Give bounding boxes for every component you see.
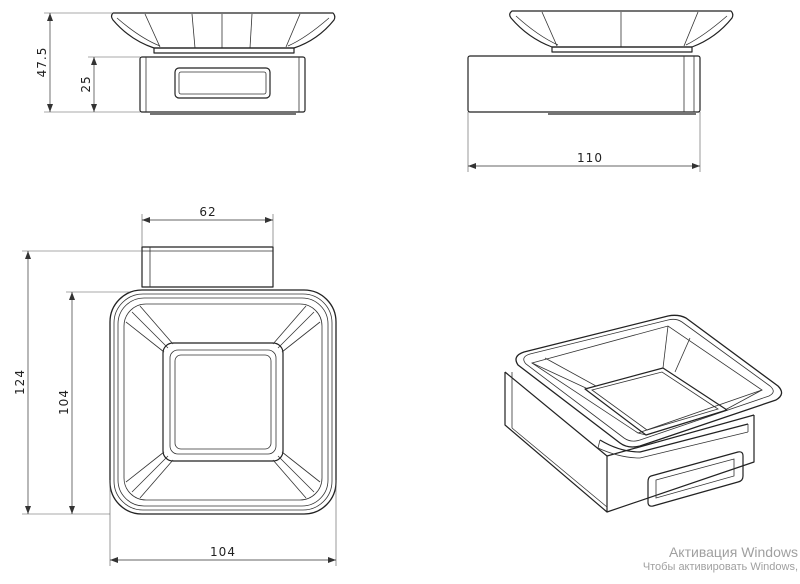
dim-label-25: 25 [79, 75, 93, 92]
top-view-holder-bracket [141, 246, 274, 288]
top-view-dish [109, 289, 337, 515]
front-view-dish [110, 12, 336, 54]
dim-label-47-5: 47.5 [35, 47, 49, 78]
front-view-holder [139, 56, 306, 115]
dimension-top-height-dish [66, 291, 130, 514]
isometric-view [504, 314, 783, 513]
dimension-front-height-holder [88, 56, 140, 112]
front-view: 47.5 25 [35, 12, 336, 115]
dimension-top-height-total [22, 250, 142, 515]
side-view: 110 [467, 10, 734, 172]
top-view: 62 124 104 104 [13, 205, 337, 566]
windows-activation-watermark: Активация Windows Чтобы активировать Win… [612, 544, 798, 573]
dimension-top-width-holder [141, 214, 274, 247]
isometric-holder [504, 371, 755, 513]
dimension-top-width-dish [109, 480, 337, 566]
dimension-front-height-total [44, 12, 140, 113]
isometric-dish [515, 314, 783, 459]
side-view-holder [467, 55, 701, 115]
dim-label-62: 62 [199, 205, 216, 219]
dim-label-104-vertical: 104 [57, 389, 71, 415]
side-view-dish [509, 10, 734, 53]
dim-label-110: 110 [577, 151, 603, 165]
dimension-side-depth [467, 112, 701, 172]
dim-label-124: 124 [13, 369, 27, 395]
watermark-title: Активация Windows [668, 544, 798, 560]
dim-label-104-horizontal: 104 [210, 545, 236, 559]
watermark-subtitle: Чтобы активировать Windows, [642, 561, 798, 573]
